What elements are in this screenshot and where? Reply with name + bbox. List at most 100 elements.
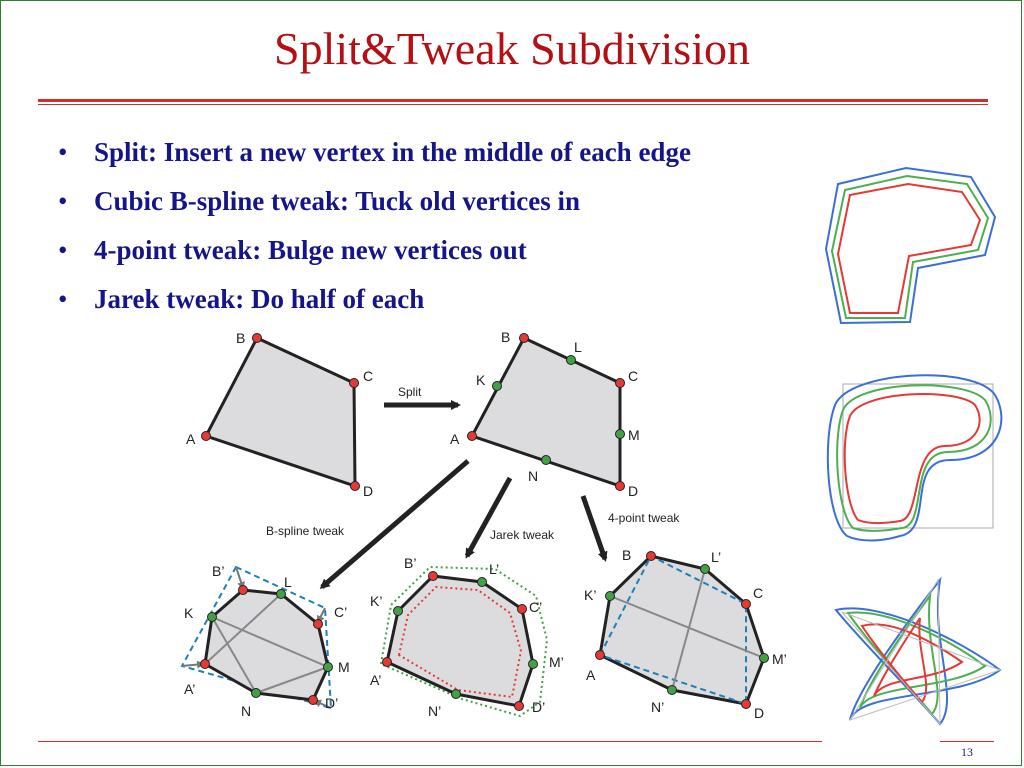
vertex-l-prime [477,577,487,587]
label-n: N [241,703,251,719]
vertex-n-prime [451,689,461,699]
vertex-a [595,650,605,660]
bspline-construction-line [255,666,329,694]
fourpoint-arrow [580,495,608,562]
label-l-prime: L’ [711,549,721,565]
label-m-prime: M’ [549,654,564,670]
footer-rule [38,741,822,742]
label-d: D [628,483,638,499]
label-n: N [528,468,538,484]
bullet-text: 4-point tweak: Bulge new vertices out [94,235,527,265]
jarek-green-dotted [379,565,549,718]
vertex-m-prime [759,653,769,663]
bspline-tuck-arrow [181,660,205,669]
label-b: B [236,330,245,346]
bspline-construction-line [211,616,257,694]
vertex-a [467,431,477,441]
vertex-l [276,589,286,599]
label-n-prime: N’ [651,699,664,715]
label-d: D [754,705,764,721]
vertex-n [251,688,261,698]
bspline-tuck-arrow [313,699,332,709]
vertex-c [741,599,751,609]
vertex-a [201,431,211,441]
vertex-k [492,381,502,391]
label-m: M [628,427,640,443]
original-quad: A B C D [186,330,373,499]
label-c: C [363,368,373,384]
label-k-prime: K’ [370,593,382,609]
vertex-b [519,333,529,343]
vertex-a-prime [382,657,392,667]
bullet-dot: • [58,137,68,167]
bspline-construction-line [204,593,282,665]
vertex-c-prime [313,619,323,629]
curve-example-polygon [824,166,997,325]
vertex-l [566,355,576,365]
vertex-m-prime [528,659,538,669]
vertex-c [349,378,359,388]
bullet-item: • Jarek tweak: Do half of each [58,281,691,330]
page-number: 13 [961,745,973,759]
vertex-d [350,481,360,491]
vertex-d [615,481,625,491]
fourpoint-arrow-label: 4-point tweak [608,511,680,525]
jarek-arrow-label: Jarek tweak [490,528,555,542]
vertex-k [207,612,217,622]
label-m: M [338,659,350,675]
vertex-d-prime [308,695,318,705]
label-b-prime: B’ [212,563,224,579]
vertex-m [323,662,333,672]
label-k: K [184,605,194,621]
vertex-c [615,378,625,388]
label-c: C [753,585,763,601]
bspline-result: B’ L K C’ M A’ N D’ [180,563,350,719]
vertex-b [252,333,262,343]
curve-green [846,592,987,716]
fourpoint-construction-line [609,595,765,659]
bspline-arrow [319,459,470,589]
vertex-k-prime [393,606,403,616]
jarek-arrow [464,476,513,559]
bullet-item: • 4-point tweak: Bulge new vertices out [58,232,691,281]
label-d-prime: D’ [325,695,338,711]
curve-green [830,174,990,319]
bullet-item: •Cubic B-spline tweak: Tuck old vertices… [58,183,691,232]
label-m-prime: M’ [772,651,787,667]
vertex-n [541,455,551,465]
jarek-result: B’ L’ K’ C’ M’ A’ N’ D’ [370,555,564,719]
vertex-k-prime [605,591,615,601]
bspline-dashed-control [180,565,333,710]
label-d: D [363,483,373,499]
bspline-tuck-arrow [235,566,245,590]
split-quad: A B C D K L M N [450,329,640,499]
vertex-a-prime [200,659,210,669]
vertex-b [646,551,656,561]
title-rule-thin [38,104,988,105]
label-l: L [284,574,292,590]
vertex-c-prime [517,604,527,614]
page-number-rule [940,741,994,742]
label-a: A [450,431,460,447]
label-c-prime: C’ [529,599,542,615]
slide-title: Split&Tweak Subdivision [274,23,750,74]
fourpoint-result: B L’ K’ C M’ A N’ D [584,547,787,721]
label-c-prime: C’ [334,604,347,620]
curve-green [836,384,992,532]
bullet-list: •Split: Insert a new vertex in the middl… [58,134,691,330]
label-n-prime: N’ [428,703,441,719]
curve-blue [826,374,1003,542]
label-d-prime: D’ [532,699,545,715]
curve-blue [824,166,997,325]
title-rule [38,99,988,102]
bullet-dot: • [58,235,68,265]
vertex-m [615,429,625,439]
bullet-dot: • [58,284,68,314]
label-l: L [574,339,582,355]
bullet-text: Cubic B-spline tweak: Tuck old vertices … [94,186,581,216]
curve-red [836,182,982,314]
fourpoint-dashed-control [598,554,747,706]
label-a: A [586,667,596,683]
bullet-text: Jarek tweak: Do half of each [94,284,425,314]
vertex-d [741,699,751,709]
